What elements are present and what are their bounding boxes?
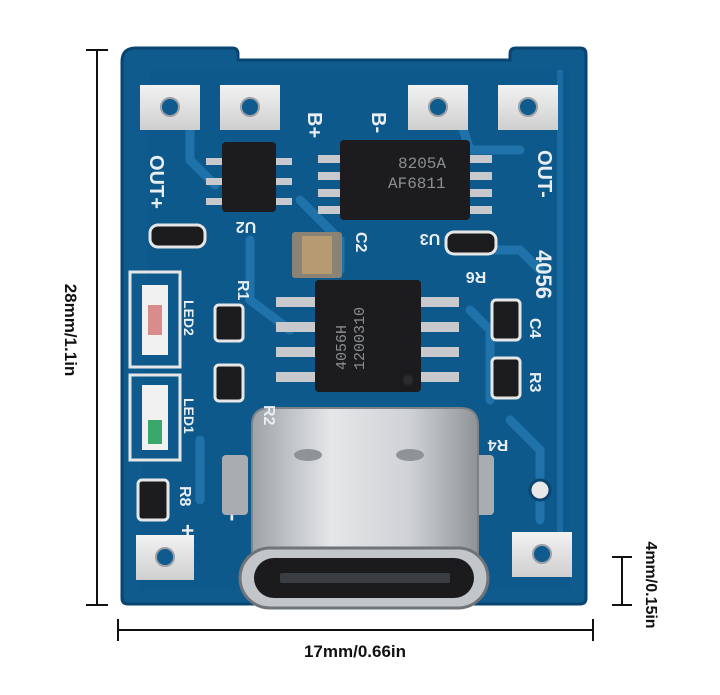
- resistor-r6: [444, 230, 498, 256]
- resistor-r-out: [148, 223, 207, 249]
- height-dimension-line: [86, 49, 108, 606]
- label-c2: C2: [352, 232, 369, 253]
- label-model-4056: 4056: [531, 250, 556, 299]
- chip-u3-8205a: [318, 140, 492, 220]
- label-c4: C4: [526, 318, 543, 339]
- label-r1: R1: [234, 280, 251, 301]
- capacitor-c2: [292, 232, 342, 278]
- label-u3: U3: [420, 230, 441, 247]
- connector-dimension-label: 4mm/0.15in: [642, 541, 659, 629]
- usb-c-connector: [222, 407, 494, 610]
- label-led2: LED2: [181, 300, 197, 336]
- label-minus: -: [221, 514, 246, 521]
- solder-pad-bottom-right: [512, 532, 572, 577]
- chip-markings: 8205A AF6811 4056H 1200310: [334, 155, 446, 370]
- resistor-r2: [213, 363, 245, 403]
- solder-pad-out-minus: [498, 85, 558, 130]
- solder-pad-b-minus: [408, 85, 468, 130]
- label-out-minus: OUT-: [533, 150, 555, 198]
- solder-pad-bottom-left: [136, 535, 194, 580]
- connector-dimension-line: [612, 556, 632, 606]
- resistor-r3: [490, 356, 522, 400]
- width-dimension-line: [117, 619, 594, 641]
- chip-u3-marking-2: AF6811: [388, 175, 446, 193]
- capacitor-c4: [490, 298, 522, 342]
- label-r8: R8: [176, 486, 193, 507]
- chip-4056-marking-1: 4056H: [334, 325, 351, 370]
- chip-u2: [206, 142, 292, 212]
- label-r4: R4: [488, 436, 509, 453]
- solder-pad-b-plus-left: [140, 85, 200, 130]
- label-b-minus: B-: [367, 112, 389, 133]
- led1: [128, 373, 182, 462]
- label-r2: R2: [260, 405, 277, 426]
- mounting-hole: [528, 478, 552, 502]
- label-out-plus: OUT+: [145, 155, 167, 209]
- chip-4056-marking-2: 1200310: [352, 307, 369, 370]
- label-led1: LED1: [181, 398, 197, 434]
- solder-pad-b-plus: [220, 85, 280, 130]
- resistor-r8: [136, 478, 170, 522]
- height-dimension-label: 28mm/1.1in: [61, 283, 80, 377]
- silkscreen-labels: B+ B- OUT+ OUT- 4056 U2 U3 C2 C4 R1 R2 R…: [145, 112, 556, 537]
- label-r6: R6: [466, 268, 487, 285]
- chip-u3-marking-1: 8205A: [398, 155, 446, 173]
- label-u2: U2: [236, 218, 257, 235]
- led2: [128, 270, 182, 369]
- label-r3: R3: [526, 372, 543, 393]
- label-b-plus: B+: [303, 112, 325, 138]
- chip-4056-charger: [276, 280, 459, 392]
- resistor-r1: [213, 303, 245, 343]
- label-plus: +: [175, 524, 200, 537]
- width-dimension-label: 17mm/0.66in: [303, 642, 407, 661]
